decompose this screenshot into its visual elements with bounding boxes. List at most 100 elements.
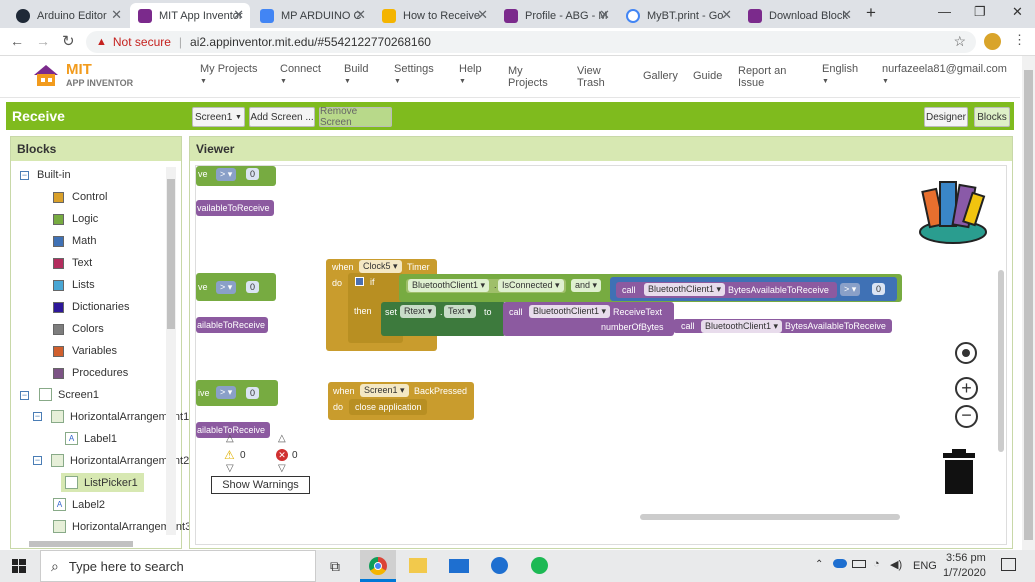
tab-close-icon[interactable]: ✕	[721, 7, 732, 22]
reload-icon[interactable]: ↻	[62, 33, 75, 50]
gear-icon[interactable]	[355, 277, 364, 286]
component-dropdown[interactable]: BluetoothClient1 ▾	[701, 320, 783, 333]
wifi-icon[interactable]: ◔	[873, 558, 880, 570]
browser-tab[interactable]: How to Receive ✕	[374, 3, 494, 28]
nav-gallery[interactable]: Gallery	[643, 70, 678, 82]
zoom-out-icon[interactable]: −	[955, 405, 978, 428]
builtin-lists[interactable]: Lists	[53, 279, 95, 291]
clock-date[interactable]: 1/7/2020	[943, 567, 986, 579]
taskbar-chrome-button[interactable]	[360, 550, 396, 582]
builtin-text[interactable]: Text	[53, 257, 92, 269]
nav-help[interactable]: Help▼	[459, 63, 482, 88]
workspace-hscrollbar[interactable]	[640, 514, 900, 520]
blocks-button[interactable]: Blocks	[974, 107, 1010, 127]
volume-icon[interactable]: ◀)	[890, 559, 903, 571]
backpack-icon[interactable]	[918, 178, 988, 244]
component-dropdown[interactable]: Screen1 ▾	[360, 384, 409, 397]
add-screen-button[interactable]: Add Screen ...	[249, 107, 315, 127]
component-dropdown[interactable]: Rtext ▾	[400, 305, 437, 318]
nav-guide[interactable]: Guide	[693, 70, 722, 82]
tree-scrollbar[interactable]	[166, 167, 176, 535]
component-dropdown[interactable]: BluetoothClient1 ▾	[644, 283, 726, 296]
component-dropdown[interactable]: BluetoothClient1 ▾	[408, 279, 490, 292]
and-operator-dropdown[interactable]: and ▾	[571, 279, 602, 292]
language-indicator[interactable]: ENG	[913, 560, 937, 572]
compare-operator[interactable]: > ▾	[216, 386, 237, 399]
url-field[interactable]: ▲ Not secure | ai2.appinventor.mit.edu/#…	[86, 31, 976, 53]
browser-tab[interactable]: MyBT.print - Go ✕	[618, 3, 738, 28]
number-field[interactable]: 0	[872, 283, 886, 295]
tray-chevron-up-icon[interactable]: ⌃	[815, 559, 824, 570]
tree-scrollbar-thumb[interactable]	[167, 179, 175, 329]
nav-account[interactable]: nurfazeela81@gmail.com▼	[882, 63, 1007, 88]
number-field[interactable]: 0	[246, 168, 260, 180]
browser-tab[interactable]: Arduino Editor ✕	[8, 3, 128, 28]
restore-icon[interactable]: ❐	[974, 4, 986, 19]
file-explorer-icon[interactable]	[409, 558, 427, 573]
tab-close-icon[interactable]: ✕	[355, 7, 366, 22]
collapse-toggle-icon[interactable]: −	[33, 455, 42, 465]
tree-listpicker1[interactable]: ListPicker1	[61, 473, 144, 492]
profile-avatar[interactable]	[984, 33, 1001, 50]
block-workspace[interactable]: ve > ▾ 0 vailableToReceive ve > ▾ 0 aila…	[195, 165, 1007, 545]
window-close-icon[interactable]: ✕	[1012, 4, 1023, 19]
warning-next-arrow-icon[interactable]: ▽	[226, 463, 234, 474]
tab-close-icon[interactable]: ✕	[111, 7, 122, 22]
builtin-procedures[interactable]: Procedures	[53, 367, 128, 379]
error-next-arrow-icon[interactable]: ▽	[278, 463, 286, 474]
tree-screen1[interactable]: Screen1	[39, 388, 99, 401]
tree-ha3[interactable]: HorizontalArrangement3	[53, 520, 191, 533]
browser-menu-icon[interactable]: ⋮	[1013, 32, 1026, 47]
tab-close-icon[interactable]: ✕	[477, 7, 488, 22]
builtin-control[interactable]: Control	[53, 191, 107, 203]
number-field[interactable]: 0	[246, 281, 260, 293]
builtin-logic[interactable]: Logic	[53, 213, 98, 225]
taskbar-search-box[interactable]: ⌕ Type here to search	[40, 550, 316, 582]
nav-my-projects[interactable]: My Projects▼	[200, 63, 257, 88]
trash-icon[interactable]	[942, 449, 976, 495]
partial-bytes-block[interactable]	[196, 200, 274, 216]
tree-ha2[interactable]: HorizontalArrangement2	[51, 454, 189, 467]
show-warnings-button[interactable]: Show Warnings	[211, 476, 310, 494]
bookmark-star-icon[interactable]: ☆	[953, 33, 966, 49]
browser-tab[interactable]: Download Block ✕	[740, 3, 858, 28]
property-dropdown[interactable]: Text ▾	[444, 305, 476, 318]
zoom-in-icon[interactable]: +	[955, 377, 978, 400]
compare-operator[interactable]: > ▾	[840, 283, 861, 296]
builtin-dictionaries[interactable]: Dictionaries	[53, 301, 129, 313]
notifications-icon[interactable]	[1001, 558, 1016, 571]
tree-hscrollbar-thumb[interactable]	[29, 541, 133, 547]
compare-operator[interactable]: > ▾	[216, 168, 237, 181]
collapse-toggle-icon[interactable]: −	[20, 170, 29, 180]
partial-bytes-block[interactable]	[196, 422, 270, 438]
nav-settings[interactable]: Settings▼	[394, 63, 434, 88]
task-view-icon[interactable]: ⧉	[330, 558, 340, 574]
battery-icon[interactable]	[852, 560, 866, 568]
number-field[interactable]: 0	[246, 387, 260, 399]
nav-language[interactable]: English▼	[822, 63, 858, 88]
remove-screen-button[interactable]: Remove Screen	[319, 106, 392, 128]
back-arrow-icon[interactable]: ←	[10, 33, 24, 49]
tab-close-icon[interactable]: ✕	[841, 7, 852, 22]
nav-connect[interactable]: Connect▼	[280, 63, 321, 88]
collapse-toggle-icon[interactable]: −	[33, 411, 42, 421]
browser-tab[interactable]: MP ARDUINO C ✕	[252, 3, 372, 28]
component-dropdown[interactable]: Clock5 ▾	[359, 260, 402, 273]
windows-start-icon[interactable]	[12, 559, 26, 573]
partial-compare-block[interactable]	[196, 380, 278, 406]
new-tab-icon[interactable]: +	[866, 3, 876, 22]
mail-icon[interactable]	[449, 559, 469, 573]
collapse-toggle-icon[interactable]: −	[20, 390, 29, 400]
tree-builtin[interactable]: Built-in	[37, 169, 71, 181]
compare-operator[interactable]: > ▾	[216, 281, 237, 294]
page-scrollbar[interactable]	[1022, 56, 1035, 550]
recenter-icon[interactable]	[955, 342, 977, 364]
tab-close-icon[interactable]: ✕	[233, 7, 244, 22]
builtin-math[interactable]: Math	[53, 235, 96, 247]
screen-select[interactable]: Screen1 ▼	[192, 107, 245, 127]
